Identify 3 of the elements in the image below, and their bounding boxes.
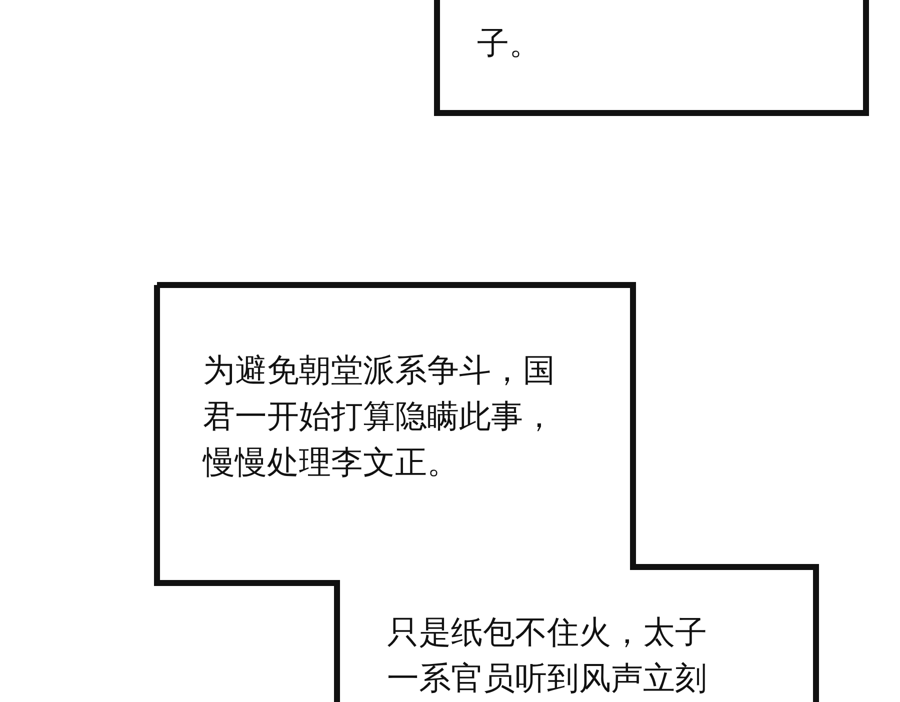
- caption-text: 子。: [477, 23, 542, 64]
- caption-text: 为避免朝堂派系争斗，国君一开始打算隐瞒此事，慢慢处理李文正。: [203, 350, 555, 483]
- caption-text: 只是纸包不住火，太子一系官员听到风声立刻: [387, 612, 708, 699]
